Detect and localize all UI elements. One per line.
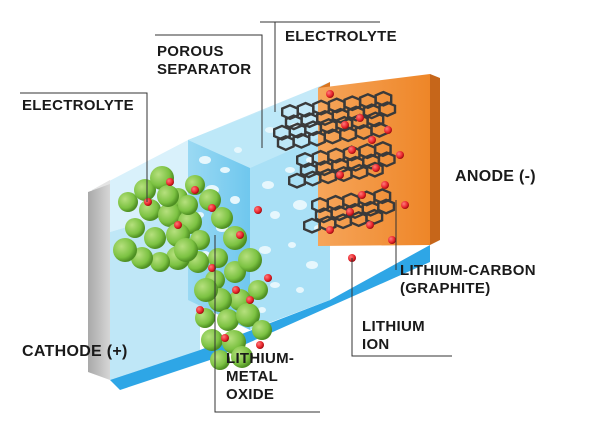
cathode-plate bbox=[88, 184, 110, 380]
label-porous-separator-line1: POROUS bbox=[157, 43, 224, 60]
lithium-ion-dot bbox=[384, 126, 392, 134]
label-lithium-carbon-line1: LITHIUM-CARBON bbox=[400, 262, 536, 279]
lithium-metal-oxide-sphere bbox=[178, 195, 198, 215]
lithium-ion-dot bbox=[336, 171, 344, 179]
lithium-ion-dot bbox=[341, 121, 349, 129]
graphite-hexagon bbox=[377, 198, 396, 215]
label-anode: ANODE (-) bbox=[455, 168, 536, 185]
lithium-ion-dot bbox=[368, 136, 376, 144]
lithium-ion-dot bbox=[372, 164, 380, 172]
lithium-ion-dot bbox=[358, 191, 366, 199]
lithium-metal-oxide-sphere bbox=[211, 207, 233, 229]
lithium-ion-dot bbox=[208, 264, 216, 272]
lithium-ion-dot bbox=[246, 296, 254, 304]
label-lithium-metal-oxide-line2: METAL bbox=[226, 368, 279, 385]
lithium-ion-dot bbox=[264, 274, 272, 282]
label-lithium-ion-line2: ION bbox=[362, 336, 390, 353]
lithium-metal-oxide-sphere bbox=[118, 192, 138, 212]
lithium-ion-dot bbox=[381, 181, 389, 189]
graphite-hexagon bbox=[374, 90, 393, 107]
label-cathode: CATHODE (+) bbox=[22, 343, 128, 360]
lithium-metal-oxide-sphere bbox=[157, 185, 179, 207]
lithium-metal-oxide-sphere bbox=[158, 203, 182, 227]
lithium-ion-dot bbox=[208, 204, 216, 212]
label-lithium-ion-line1: LITHIUM bbox=[362, 318, 425, 335]
lithium-metal-oxide-sphere bbox=[125, 218, 145, 238]
label-lithium-metal-oxide-line1: LITHIUM- bbox=[226, 350, 295, 367]
lithium-ion-dot bbox=[326, 226, 334, 234]
graphite-hexagon bbox=[373, 188, 392, 205]
lithium-ion-dot bbox=[356, 114, 364, 122]
label-electrolyte-left: ELECTROLYTE bbox=[22, 97, 134, 114]
lithium-ion-dot bbox=[144, 198, 152, 206]
leader-lines bbox=[20, 21, 452, 413]
lithium-ion-dot bbox=[254, 206, 262, 214]
lithium-metal-oxide-sphere bbox=[238, 248, 262, 272]
lithium-ion-dot bbox=[388, 236, 396, 244]
lithium-metal-oxide-sphere bbox=[201, 329, 223, 351]
lithium-ion-dots bbox=[144, 90, 409, 349]
lithium-ion-dot bbox=[256, 341, 264, 349]
leader-electrolyte-left bbox=[20, 92, 148, 202]
lithium-ion-dot bbox=[166, 178, 174, 186]
lithium-metal-oxide-sphere bbox=[252, 320, 272, 340]
lithium-ion-dot bbox=[174, 221, 182, 229]
lithium-ion-dot bbox=[236, 231, 244, 239]
lithium-metal-oxide-sphere bbox=[231, 346, 253, 368]
label-lithium-carbon-line2: (GRAPHITE) bbox=[400, 280, 491, 297]
lithium-metal-oxide-sphere bbox=[144, 227, 166, 249]
lithium-ion-dot bbox=[346, 208, 354, 216]
label-electrolyte-top: ELECTROLYTE bbox=[285, 28, 397, 45]
lithium-metal-oxide-sphere bbox=[199, 189, 221, 211]
lithium-metal-oxide-sphere bbox=[248, 280, 268, 300]
lithium-metal-oxide-sphere bbox=[223, 226, 247, 250]
lithium-ion-dot bbox=[326, 90, 334, 98]
graphite-hexagon bbox=[378, 101, 397, 118]
lithium-metal-oxide-sphere bbox=[134, 179, 156, 201]
graphite-hexagon bbox=[365, 208, 384, 225]
graphite-hexagon bbox=[373, 140, 392, 158]
lithium-ion-dot bbox=[196, 306, 204, 314]
lithium-metal-oxide-sphere bbox=[185, 175, 205, 195]
graphite-hexagon bbox=[366, 111, 385, 128]
lithium-ion-dot bbox=[366, 221, 374, 229]
lithium-metal-oxide-sphere bbox=[194, 278, 218, 302]
separator-top bbox=[188, 108, 330, 168]
label-porous-separator-line2: SEPARATOR bbox=[157, 61, 252, 78]
lithium-metal-oxide-sphere bbox=[139, 199, 161, 221]
lithium-metal-oxide-sphere bbox=[150, 252, 170, 272]
lithium-metal-oxide-sphere bbox=[208, 248, 228, 268]
lithium-ion-dot bbox=[191, 186, 199, 194]
leader-lithium-metal-oxide bbox=[214, 235, 320, 413]
lithium-ion-dot bbox=[348, 146, 356, 154]
lithium-ion-dot bbox=[401, 201, 409, 209]
anode-plate-edge bbox=[430, 74, 440, 245]
graphite-hexagon bbox=[365, 161, 384, 178]
label-lithium-metal-oxide-line3: OXIDE bbox=[226, 386, 275, 403]
lithium-metal-oxide-sphere bbox=[113, 238, 137, 262]
electrolyte-bottom-face bbox=[110, 245, 430, 390]
leader-lithium-ion bbox=[351, 258, 452, 357]
graphite-hexagon bbox=[377, 151, 396, 168]
lithium-metal-oxide-sphere bbox=[217, 309, 239, 331]
lithium-ion-dot bbox=[232, 286, 240, 294]
lithium-ion-dot bbox=[221, 334, 229, 342]
lithium-metal-oxide-sphere bbox=[174, 238, 198, 262]
lithium-metal-oxide-sphere bbox=[236, 303, 260, 327]
leader-porous-separator bbox=[155, 34, 263, 148]
lithium-ion-dot bbox=[396, 151, 404, 159]
